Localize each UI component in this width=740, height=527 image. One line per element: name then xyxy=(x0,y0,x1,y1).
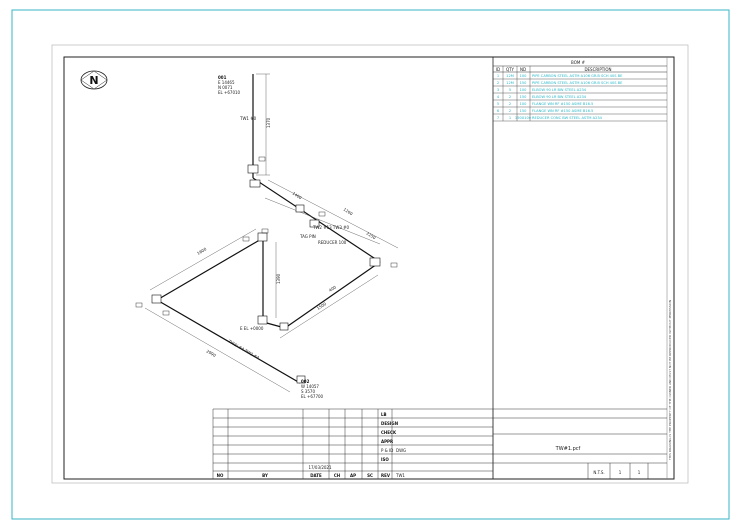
bom-header: BOM # xyxy=(571,60,586,65)
bom-cell-id: 3 xyxy=(497,88,499,92)
bom-cell-id: 2 xyxy=(497,81,499,85)
bom-col-nd: ND xyxy=(520,67,526,72)
bom-cell-description: PIPE CARBON STEEL ASTM A106 GR.B SCH 40S… xyxy=(532,74,623,78)
bom-cell-nd: 150 xyxy=(520,81,528,85)
diagonal-dimension-1: 1400 xyxy=(291,191,303,201)
upper-small-dimension: 400 xyxy=(328,284,338,293)
title-block xyxy=(212,408,667,479)
header-by: BY xyxy=(262,473,268,478)
lower-diagonal-dimension: 1500 xyxy=(316,301,328,311)
header-ap: AP xyxy=(350,473,356,478)
pipe-fittings xyxy=(151,164,381,384)
field-check: CHECK xyxy=(381,430,397,435)
bom-cell-qty: 1 xyxy=(509,116,511,120)
sheet-number: 1 xyxy=(619,470,622,475)
field-iso: ISO xyxy=(381,457,389,462)
start-point-line-2: N 0071 xyxy=(218,85,233,90)
tag-pin-label: TAG PIN xyxy=(299,234,316,239)
field-pid-value: DWG xyxy=(396,448,406,453)
center-vertical-dimension: 1390 xyxy=(276,273,281,284)
bom-cell-id: 1 xyxy=(497,74,499,78)
bom-cell-qty: 12M xyxy=(506,81,514,85)
bom-cell-qty: 2 xyxy=(509,102,511,106)
field-appr: APPR xyxy=(381,439,393,444)
bom-cell-qty: 12M xyxy=(506,74,514,78)
field-rev: REV xyxy=(381,473,391,478)
bom-cell-qty: 2 xyxy=(509,95,511,99)
drawing-filename: TW#1.pcf xyxy=(555,446,581,452)
end-point-line-3: EL +67700 xyxy=(301,394,324,399)
bom-cell-description: FLANGE WN RF #150 ASME B16.5 xyxy=(532,102,593,106)
bom-cell-qty: 2 xyxy=(509,109,511,113)
bom-cell-nd: 150 xyxy=(520,109,528,113)
bom-cell-nd: 150 xyxy=(520,95,528,99)
bom-cell-description: PIPE CARBON STEEL ASTM A106 GR.B SCH 40S… xyxy=(532,81,623,85)
header-ch: CH xyxy=(334,473,340,478)
reducer-label: REDUCER 100 xyxy=(318,240,347,245)
end-point-line-1: W 14057 xyxy=(301,384,319,389)
sheet-outline xyxy=(51,44,689,484)
sheet-total: 1 xyxy=(638,470,641,475)
bom-cell-qty: 5 xyxy=(509,88,511,92)
diagonal-dimension-2: 1260 xyxy=(342,207,354,217)
bom-col-qty: QTY xyxy=(506,67,515,72)
bom-cell-description: REDUCER CONC BW STEEL ASTM A234 xyxy=(532,116,603,120)
revision-date: 17/03/2021 xyxy=(308,465,332,470)
bom-cell-id: 4 xyxy=(497,95,500,99)
left-upper-dimension: 1600 xyxy=(196,246,208,256)
dimension-lines xyxy=(144,73,399,393)
bom-cell-description: FLANGE WN RF #150 ASME B16.5 xyxy=(532,109,593,113)
vertical-margin-text: THIS DRAWING IS THE PROPERTY OF THE OWNE… xyxy=(668,300,672,461)
start-point-line-3: EL +67010 xyxy=(218,90,241,95)
field-lb: LB xyxy=(381,412,387,417)
field-pid: P & ID xyxy=(381,448,393,453)
bom-cell-id: 7 xyxy=(497,116,499,120)
top-vertical-dimension: 1370 xyxy=(266,117,271,128)
bom-cell-nd: 100 xyxy=(520,102,528,106)
top-weld-annotation: TW1 #0 xyxy=(239,116,257,121)
bom-col-id: ID xyxy=(496,67,500,72)
weld-tag-label: TW2 #13 TW3 #0 xyxy=(312,225,349,230)
end-point-title: 002 xyxy=(301,379,310,384)
field-rev-value: TW1 xyxy=(395,473,405,478)
header-date: DATE xyxy=(310,473,322,478)
bom-cell-id: 6 xyxy=(497,109,500,113)
field-design: DESIGN xyxy=(381,421,398,426)
bom-cell-nd: 100 xyxy=(520,74,528,78)
north-label: N xyxy=(89,74,98,87)
end-point-line-2: S 3570 xyxy=(301,389,315,394)
bom-cell-nd: 100 xyxy=(520,88,528,92)
start-point-title: 001 xyxy=(218,75,227,80)
header-no: NO xyxy=(217,473,224,478)
bom-col-description: DESCRIPTION xyxy=(584,67,611,72)
diagonal-dimension-3: 2250 xyxy=(365,231,377,241)
bom-cell-description: ELBOW 90 LR BW STEEL A234 xyxy=(532,95,587,99)
left-lower-dimension: 2990 xyxy=(206,349,218,359)
north-arrow-icon: N xyxy=(80,70,108,90)
end-point-label: 002 W 14057 S 3570 EL +67700 xyxy=(301,379,324,399)
start-point-label: 001 E 14465 N 0071 EL +67010 xyxy=(218,75,241,95)
drawing-frame xyxy=(63,56,675,480)
drawing-scale: N.T.S. xyxy=(593,470,604,475)
header-sc: SC xyxy=(367,473,373,478)
bom-cell-id: 5 xyxy=(497,102,499,106)
item-tags xyxy=(135,156,398,316)
bom-cell-nd: 150X100 xyxy=(515,116,532,120)
elevation-tag: E EL +0000 xyxy=(240,326,264,331)
start-point-line-1: E 14465 xyxy=(218,80,235,85)
title-block-texts: 17/03/2021 NO BY DATE CH AP SC LB DESIGN… xyxy=(217,412,641,478)
bom-cell-description: ELBOW 90 LR BW STEEL A234 xyxy=(532,88,587,92)
